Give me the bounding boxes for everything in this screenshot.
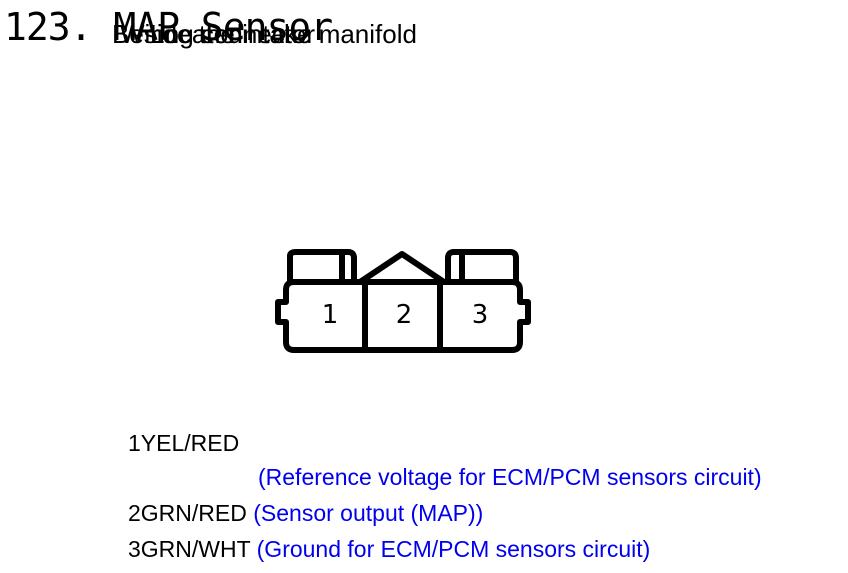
pin-number: 1 <box>128 430 141 456</box>
pin-function: (Reference voltage for ECM/PCM sensors c… <box>258 464 762 490</box>
pin-wire: GRN/WHT <box>140 536 251 562</box>
pin-label-1: 1 <box>322 300 339 330</box>
pin-function: (Ground for ECM/PCM sensors circuit) <box>256 536 651 562</box>
page-title: 123. MAP Sensor <box>4 5 333 49</box>
pin-label-3: 3 <box>472 300 489 330</box>
subtitle-line-1: Beside the intake manifold <box>112 19 417 49</box>
pin-number: 2 <box>128 500 141 526</box>
subtitle-line-2: Wiring connector <box>120 19 316 49</box>
pin-label-2: 2 <box>396 300 413 330</box>
pin-function: (Sensor output (MAP)) <box>253 500 484 526</box>
pin-row-1: 1YEL/RED <box>128 432 239 455</box>
pin-wire: GRN/RED <box>140 500 247 526</box>
connector-diagram: 1 2 3 <box>275 249 531 353</box>
connector-body <box>275 249 531 353</box>
subtitle-line-3: Located <box>150 19 243 49</box>
pin-wire: YEL/RED <box>140 430 240 456</box>
pin-row-2: 2GRN/RED (Sensor output (MAP)) <box>128 502 483 525</box>
pin-number: 3 <box>128 536 141 562</box>
pin-row-3: 3GRN/WHT (Ground for ECM/PCM sensors cir… <box>128 538 650 561</box>
